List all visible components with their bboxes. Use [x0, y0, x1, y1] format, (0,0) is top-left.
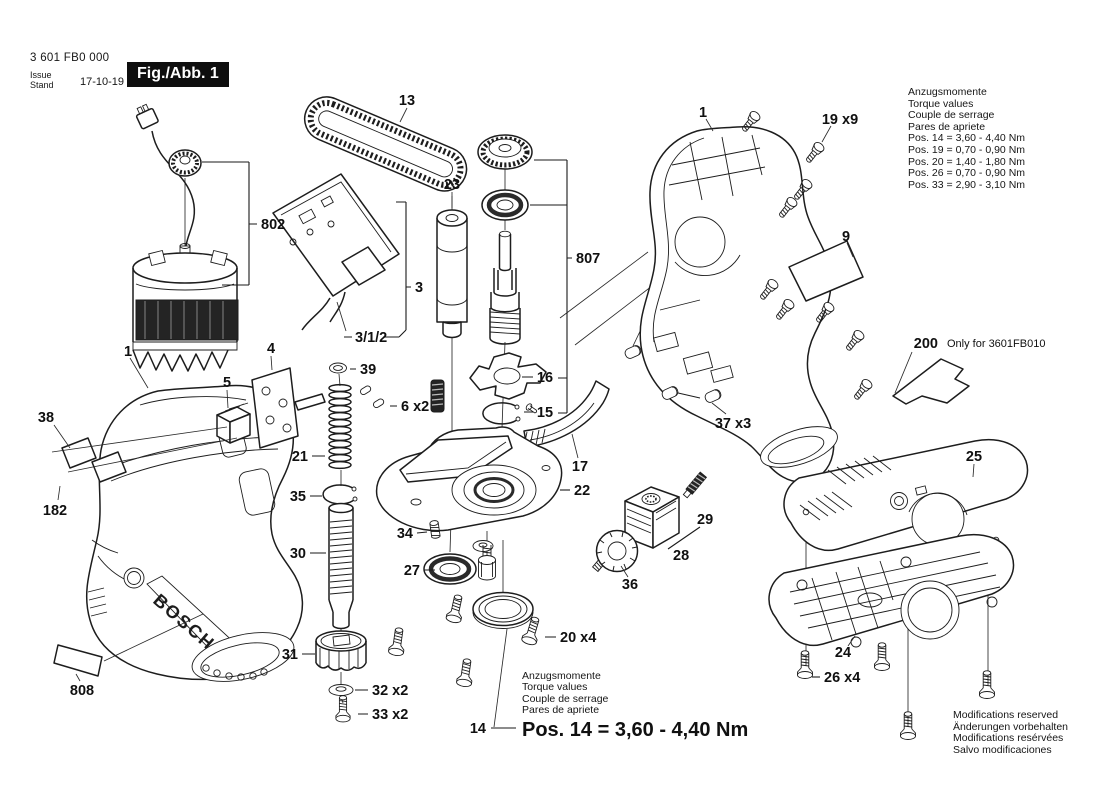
- label-pos14-ref: 14: [470, 721, 486, 737]
- leader-lines-top: [51, 107, 975, 729]
- plate-bottom-drawing: [768, 533, 1015, 648]
- issue-stand-label: Issue Stand: [30, 70, 54, 90]
- torque-row: Pos. 20 = 1,40 - 1,80 Nm: [908, 155, 1026, 168]
- modifications-note: Modifications reserved Änderungen vorbeh…: [953, 709, 1069, 756]
- label-clamp-screw: 29: [697, 512, 713, 528]
- label-sticker-182: 182: [43, 503, 67, 519]
- label-seal-27: 27: [404, 563, 420, 579]
- issue-date: 17-10-19: [80, 76, 125, 88]
- torque-note-bottom: Anzugsmomente Torque values Couple de se…: [522, 670, 609, 717]
- modifications-line-de: Änderungen vorbehalten: [953, 720, 1069, 733]
- label-pins-6: 6 x2: [401, 399, 429, 415]
- housing-right-drawing: [639, 125, 838, 483]
- label-clamp-block: 28: [673, 548, 689, 564]
- slider-5-drawing: [216, 402, 251, 444]
- label-curved-arm: 17: [572, 459, 588, 475]
- spindle-assembly-drawing: [477, 134, 533, 345]
- label-sticker-38: 38: [38, 410, 54, 426]
- label-housing-screws: 19 x9: [822, 112, 858, 128]
- figure-label-box: Fig./Abb. 1: [127, 62, 229, 87]
- base-casting-drawing: [375, 426, 563, 532]
- label-circlip-15: 15: [537, 405, 553, 421]
- label-knob-31: 31: [282, 647, 298, 663]
- label-slider-5: 5: [223, 375, 231, 391]
- label-circlip-35: 35: [290, 489, 306, 505]
- label-spindle-assembly: 807: [576, 251, 600, 267]
- label-plate-top: 25: [966, 449, 982, 465]
- torque-table-top: Anzugsmomente Torque values Couple de se…: [908, 86, 1026, 191]
- label-belt: 13: [399, 93, 415, 109]
- circlip-15-drawing: [482, 402, 538, 425]
- modifications-line-fr: Modifications resérvées: [953, 732, 1064, 745]
- stand-label: Stand: [30, 79, 54, 90]
- torque-heading-es: Pares de apriete: [522, 704, 600, 717]
- housing-left-drawing: BOSCH: [85, 384, 304, 682]
- label-plate-9: 9: [842, 229, 850, 245]
- label-washer-32: 32 x2: [372, 683, 408, 699]
- label-200-note: Only for 3601FB010: [947, 338, 1045, 350]
- torque-heading-es: Pares de apriete: [908, 120, 986, 133]
- label-sticker-808: 808: [70, 683, 94, 699]
- part-labels: 13 802 3 3/1/2 23 807 16 15 17 22 1 19 x…: [38, 93, 1046, 741]
- modifications-line-es: Salvo modificaciones: [953, 743, 1052, 756]
- cross-plate-drawing: [469, 352, 547, 400]
- torque-heading-en: Torque values: [522, 681, 588, 694]
- label-housing-right: 1: [699, 105, 707, 121]
- label-plate-9-drawing: [788, 240, 864, 302]
- motor-drawing: [132, 103, 239, 372]
- plate-top-drawing: [783, 438, 1029, 552]
- torque-heading-fr: Couple de serrage: [522, 692, 609, 705]
- torque-pos14-value: Pos. 14 = 3,60 - 4,40 Nm: [522, 719, 748, 741]
- belt-drawing: [303, 96, 468, 192]
- label-motor: 802: [261, 217, 285, 233]
- label-base-screws: 20 x4: [560, 630, 596, 646]
- torque-row: Pos. 14 = 3,60 - 4,40 Nm: [908, 132, 1026, 145]
- knob-36-drawing: [591, 529, 639, 573]
- label-cylinder-pin: 23: [444, 177, 460, 193]
- label-clamp-knob: 36: [622, 577, 638, 593]
- base-hardware-drawing: [387, 520, 544, 688]
- adjuster-parts-drawing: [315, 362, 445, 723]
- label-electronics: 3: [415, 280, 423, 296]
- bracket-4-drawing: [251, 367, 326, 449]
- issue-label: Issue: [30, 70, 52, 80]
- part-number: 3 601 FB0 000: [30, 52, 110, 64]
- label-plate-bottom: 24: [835, 645, 851, 661]
- label-plate-screws: 26 x4: [824, 670, 860, 686]
- shape-200-drawing: [892, 358, 970, 405]
- label-ring-39: 39: [360, 362, 376, 378]
- label-screw-33: 33 x2: [372, 707, 408, 723]
- label-spring-21: 21: [292, 449, 308, 465]
- modifications-line-en: Modifications reserved: [953, 709, 1059, 721]
- label-200: 200: [914, 336, 938, 352]
- label-base-casting: 22: [574, 483, 590, 499]
- label-bracket-4: 4: [267, 341, 275, 357]
- torque-row: Pos. 33 = 2,90 - 3,10 Nm: [908, 178, 1026, 191]
- stickers-drawing: [53, 437, 127, 677]
- label-cross-plate: 16: [537, 370, 553, 386]
- cylinder-pin-drawing: [436, 209, 468, 339]
- electronics-drawing: [272, 173, 400, 331]
- torque-heading-fr: Couple de serrage: [908, 109, 995, 122]
- torque-row: Pos. 19 = 0,70 - 0,90 Nm: [908, 143, 1026, 156]
- label-housing-left: 1: [124, 344, 132, 360]
- torque-row: Pos. 26 = 0,70 - 0,90 Nm: [908, 167, 1026, 180]
- label-dampers: 37 x3: [715, 416, 751, 432]
- label-threaded-rod: 30: [290, 546, 306, 562]
- clamp-drawing: [624, 471, 708, 549]
- label-electronics-sub: 3/1/2: [355, 330, 387, 346]
- torque-heading-de: Anzugsmomente: [522, 670, 601, 682]
- label-setscrew-34: 34: [397, 526, 413, 542]
- torque-heading-en: Torque values: [908, 97, 974, 110]
- torque-heading-de: Anzugsmomente: [908, 86, 987, 98]
